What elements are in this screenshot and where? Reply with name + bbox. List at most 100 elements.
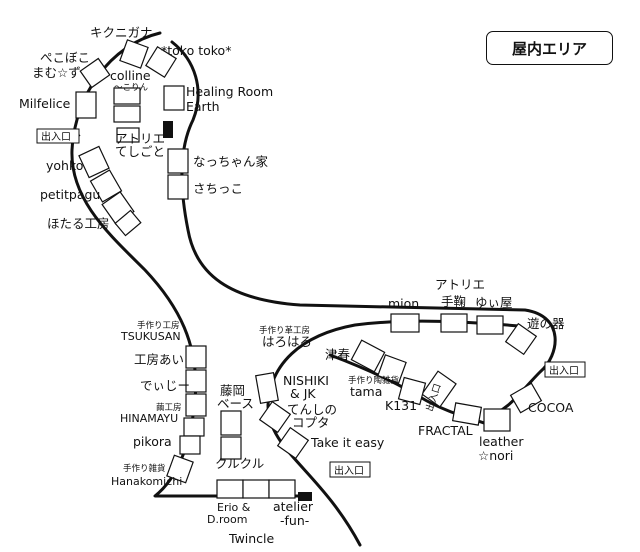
label-kikunigana: キクニガナ	[90, 25, 153, 40]
label-haro-2: はろはろ	[262, 334, 312, 349]
exit-marker-left[interactable]	[36, 128, 80, 144]
booth-kurukuru[interactable]	[220, 436, 242, 460]
booth-healing-room[interactable]	[163, 85, 185, 111]
label-petitpagu: petitpagu	[40, 187, 100, 202]
booth-tsuharu[interactable]	[350, 339, 386, 373]
booth-twincle[interactable]	[242, 479, 270, 499]
booth-dark-marker-2	[298, 492, 312, 501]
booth-kikunigana[interactable]	[119, 39, 149, 69]
booth-fujioka[interactable]	[220, 410, 242, 436]
booth-harohar[interactable]	[255, 371, 279, 405]
label-k131: K131	[385, 398, 417, 413]
map-title: 屋内エリア	[486, 31, 613, 65]
label-tama-2: tama	[350, 384, 382, 399]
booth-atelier-tekiku[interactable]	[440, 313, 468, 333]
booth-tsukusan[interactable]	[185, 345, 207, 369]
label-koputa-2: コプタ	[292, 415, 330, 430]
label-nishiki-1: NISHIKI	[283, 373, 329, 388]
label-tsukusan-2: TSUKUSAN	[120, 330, 181, 343]
label-tama-1: 手作り陶雑貨	[348, 375, 400, 386]
shop-labels: キクニガナ *toko toko* ぺこぼこ まむ☆ず colline 〜こりん…	[19, 25, 574, 546]
label-nishiki-2: & JK	[290, 386, 316, 401]
booth-exit-boxed[interactable]	[421, 370, 457, 408]
label-deiji: でぃじー	[140, 378, 190, 393]
booth-deiji[interactable]	[185, 393, 207, 417]
route-lower-loop	[266, 319, 522, 547]
label-atelier-2: てしごと	[115, 144, 165, 159]
booths	[75, 39, 543, 501]
label-pikora: pikora	[133, 434, 172, 449]
booth-asobinoutsuwa[interactable]	[504, 322, 538, 356]
label-hinamayu-1: 繭工房	[156, 402, 182, 413]
label-cocoa: COCOA	[528, 400, 574, 415]
label-sachikko: さちっこ	[193, 181, 243, 196]
booth-k131[interactable]	[397, 376, 427, 406]
booth-fractal-right[interactable]	[451, 402, 483, 426]
route-north-corridor	[170, 40, 557, 420]
booth-petitpagu[interactable]	[89, 169, 123, 203]
booth-tama[interactable]	[377, 354, 407, 384]
label-atelierfun-1: atelier	[273, 499, 314, 514]
booth-milfelice[interactable]	[75, 91, 97, 119]
label-yohko: yohko	[46, 158, 83, 173]
label-twincle: Twincle	[228, 531, 275, 546]
label-hanakomichi-2: Hanakomichi	[111, 475, 182, 488]
label-takeiteasy: Take it easy	[310, 435, 385, 450]
label-pekoboko-1: ぺこぼこ	[40, 50, 90, 65]
label-atelier-tekiku-2: 手鞠	[441, 294, 466, 309]
booth-koputa[interactable]	[258, 400, 292, 434]
booth-yohko[interactable]	[78, 145, 110, 179]
label-kouboai: 工房あい	[134, 352, 184, 367]
label-pekoboko-2: まむ☆ず	[32, 65, 81, 80]
booth-tokotoko[interactable]	[145, 46, 177, 78]
booth-natchan[interactable]	[167, 148, 189, 174]
label-tokotoko: *toko toko*	[161, 43, 231, 58]
booth-atelier-teshigoto[interactable]	[116, 127, 140, 143]
label-erio-2: D.room	[207, 513, 247, 526]
label-yuiya: ゆぃ屋	[475, 295, 513, 310]
booth-takeiteasy[interactable]	[276, 426, 310, 460]
booth-mion[interactable]	[390, 313, 420, 333]
booth-colline[interactable]	[113, 87, 141, 105]
exit-label-right: 出入口	[549, 364, 579, 377]
booth-yuiya[interactable]	[476, 315, 504, 335]
label-colline-2: 〜こりん	[114, 83, 149, 93]
label-fujioka-1: 藤岡	[220, 383, 245, 398]
label-natchan: なっちゃん家	[193, 154, 269, 169]
label-hotaru: ほたる工房	[47, 216, 110, 231]
exit-label-left: 出入口	[41, 130, 71, 143]
label-mion: mion	[388, 296, 419, 311]
exit-marker-right[interactable]	[544, 361, 586, 378]
booth-hotaru[interactable]	[114, 209, 142, 237]
booth-hinamayu[interactable]	[183, 417, 205, 437]
booth-pekoboko[interactable]	[79, 57, 111, 89]
booth-atelier-fun[interactable]	[268, 479, 296, 499]
label-hinamayu-2: HINAMAYU	[120, 412, 178, 425]
label-atelier-tekiku-1: アトリエ	[435, 277, 485, 292]
booth-cocoa[interactable]	[509, 382, 543, 414]
label-hanakomichi-1: 手作り雑貨	[123, 463, 166, 474]
exit-marker-bottom[interactable]	[329, 461, 371, 478]
booth-sachikko[interactable]	[167, 174, 189, 200]
label-tsukusan-1: 手作り工房	[137, 320, 180, 331]
label-leather-1: leather	[479, 434, 524, 449]
label-koputa-1: てんしの	[287, 402, 337, 417]
booth-colline-2[interactable]	[113, 105, 141, 123]
label-kurukuru: クルクル	[215, 456, 264, 471]
booth-leather[interactable]	[483, 408, 511, 432]
label-tsuharu: 津春	[325, 347, 351, 362]
label-fractal: FRACTAL	[418, 423, 473, 438]
label-milfelice: Milfelice	[19, 96, 71, 111]
label-healing-2: Earth	[186, 99, 220, 114]
label-colline-1: colline	[110, 68, 151, 83]
booth-hanakomichi[interactable]	[166, 454, 194, 484]
label-atelierfun-2: -fun-	[280, 513, 309, 528]
booth-pikora[interactable]	[179, 435, 201, 455]
booth-erio[interactable]	[216, 479, 244, 499]
label-atelier-1: アトリエ	[115, 131, 165, 146]
label-healing-1: Healing Room	[186, 84, 273, 99]
booth-kouboai[interactable]	[185, 369, 207, 393]
label-haro-1: 手作り革工房	[259, 325, 310, 336]
